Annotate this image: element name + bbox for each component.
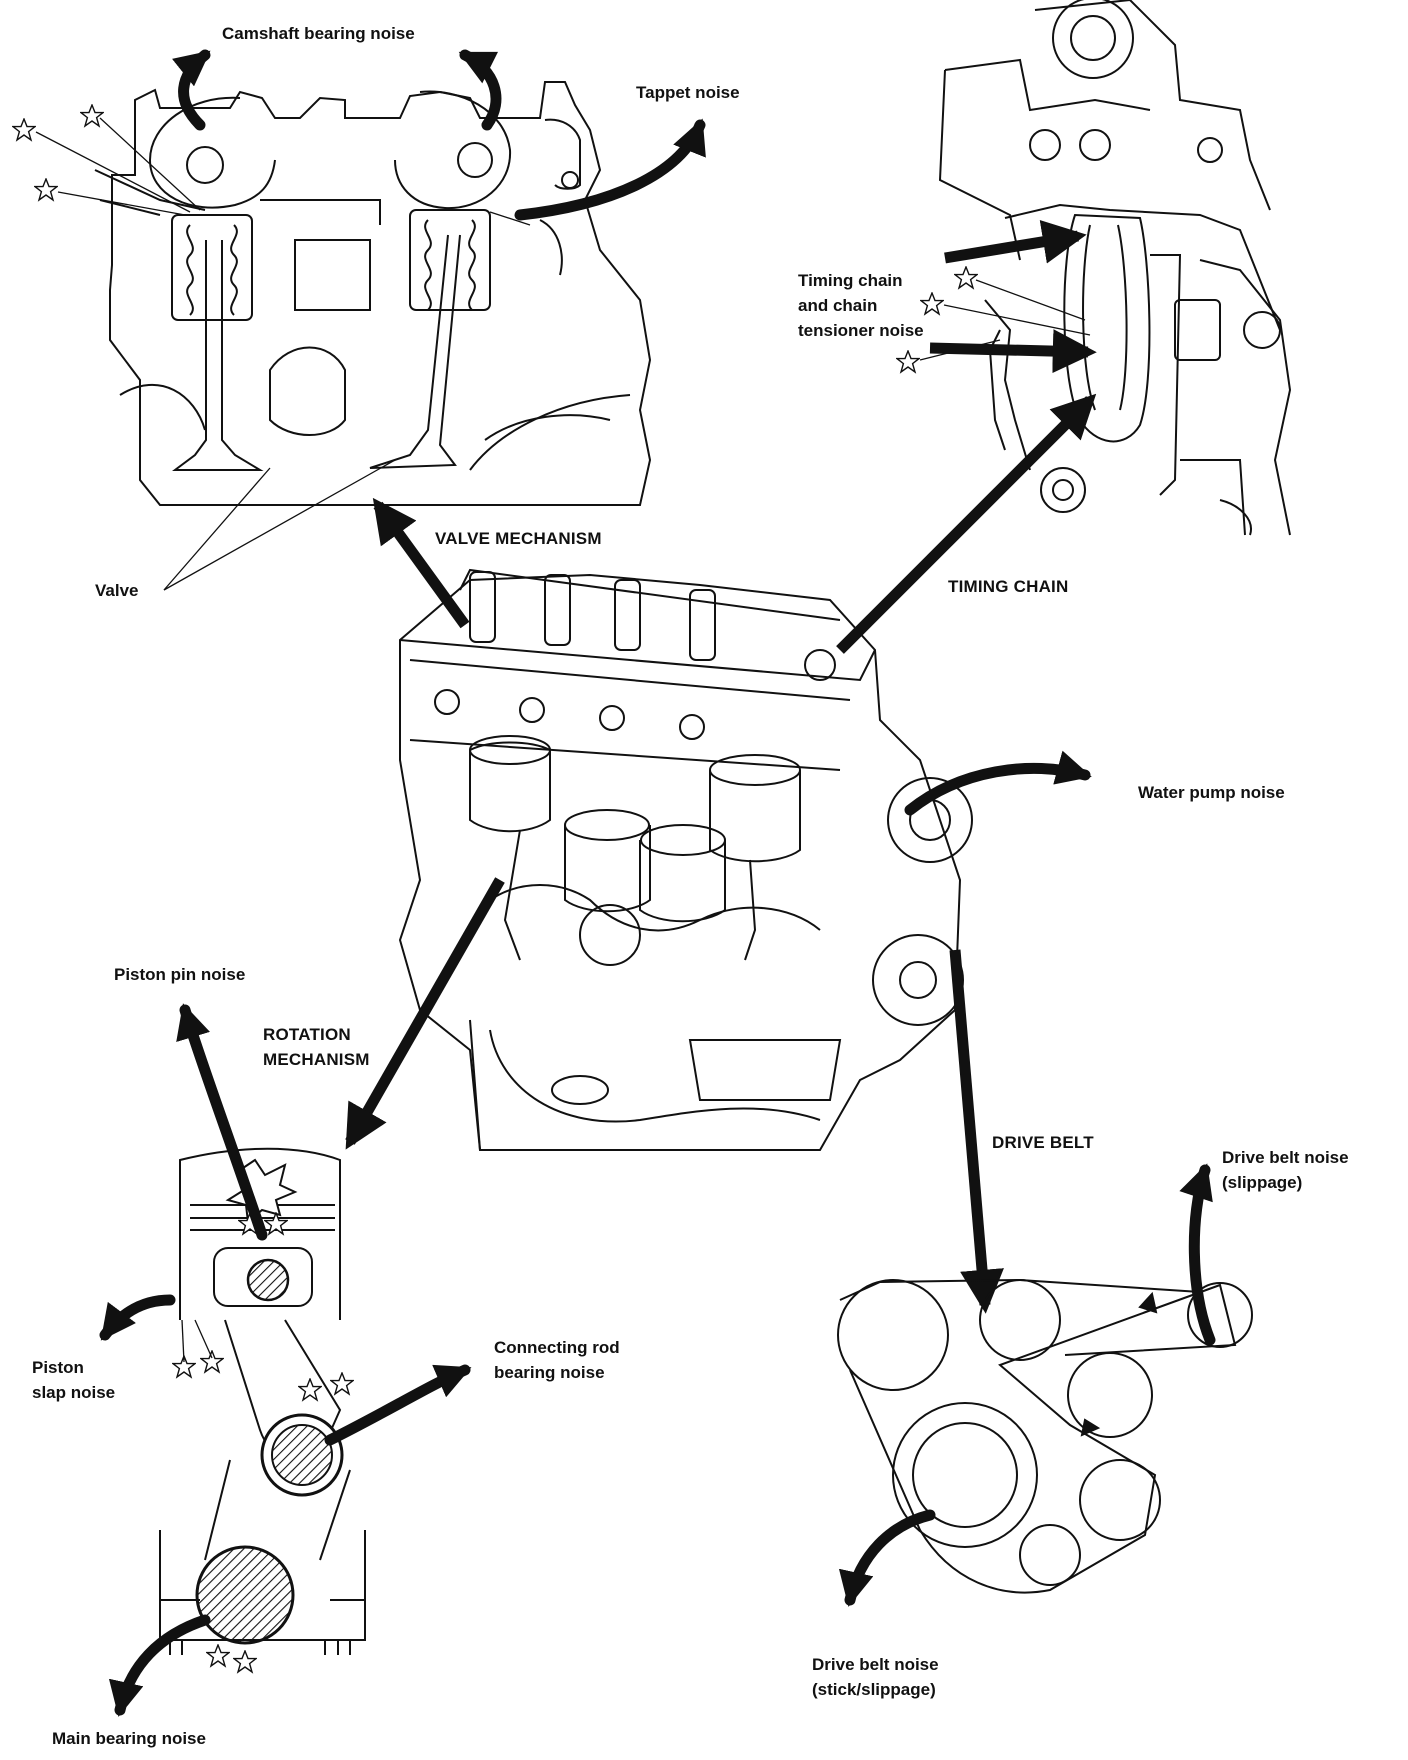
camshaft-bearing-noise-label: Camshaft bearing noise xyxy=(222,24,415,43)
connecting-rod-bearing-noise-label: Connecting rod bearing noise xyxy=(494,1335,620,1385)
piston-pin-noise-label: Piston pin noise xyxy=(114,965,246,984)
timing-chain-arrows xyxy=(929,220,1097,374)
engine-block-illustration xyxy=(398,568,973,1151)
drive-belt-stick-arrow xyxy=(838,1509,936,1607)
timing-chain-noise-label: Timing chain and chain tensioner noise xyxy=(798,268,924,343)
tappet-noise-label: Tappet noise xyxy=(636,83,740,102)
rotation-mechanism-line-1: ROTATION xyxy=(263,1025,351,1044)
engine-section-arrows xyxy=(345,393,1097,1314)
piston-slap-noise-arrow xyxy=(99,1294,176,1341)
valve-leader-lines xyxy=(35,117,531,591)
main-bearing-noise-label: Main bearing noise xyxy=(52,1729,206,1748)
valve-mechanism-section-label: VALVE MECHANISM xyxy=(435,529,602,548)
valve-label: Valve xyxy=(95,581,139,600)
drive-belt-slippage-arrow xyxy=(1179,1163,1216,1346)
piston-slap-line-2: slap noise xyxy=(32,1383,116,1402)
tappet-noise-arrow xyxy=(514,118,706,221)
connecting-rod-line-2: bearing noise xyxy=(494,1363,605,1382)
drive-belt-stick-line-1: Drive belt noise xyxy=(812,1655,939,1674)
rotation-pins xyxy=(195,1258,344,1645)
timing-chain-noise-line-2: and chain xyxy=(798,296,878,315)
drive-belt-stick-line-2: (stick/slippage) xyxy=(812,1680,936,1699)
rotation-leader-lines xyxy=(181,1319,213,1363)
drive-belt-slippage-line-2: (slippage) xyxy=(1222,1173,1303,1192)
rotation-mechanism-line-2: MECHANISM xyxy=(263,1050,370,1069)
timing-chain-section-label: TIMING CHAIN xyxy=(948,577,1069,596)
connecting-rod-line-1: Connecting rod xyxy=(494,1338,620,1357)
noise-arrows xyxy=(99,49,1216,1717)
water-pump-noise-arrow xyxy=(904,750,1092,816)
rotation-mechanism-section-label: ROTATION MECHANISM xyxy=(263,1022,370,1072)
drive-belt-section-label: DRIVE BELT xyxy=(992,1133,1094,1152)
camshaft-noise-arrow-right xyxy=(458,49,502,131)
water-pump-noise-label: Water pump noise xyxy=(1138,783,1285,802)
drive-belt-stick-noise-label: Drive belt noise (stick/slippage) xyxy=(812,1652,939,1702)
piston-slap-noise-label: Piston slap noise xyxy=(32,1355,115,1405)
timing-chain-noise-line-1: Timing chain xyxy=(798,271,903,290)
drive-belt-illustration xyxy=(837,1278,1253,1594)
drive-belt-slippage-noise-label: Drive belt noise (slippage) xyxy=(1222,1145,1349,1195)
camshaft-noise-arrow-left xyxy=(172,49,211,131)
piston-slap-line-1: Piston xyxy=(32,1358,84,1377)
timing-chain-illustration xyxy=(938,0,1292,536)
drive-belt-slippage-line-1: Drive belt noise xyxy=(1222,1148,1349,1167)
timing-chain-noise-line-3: tensioner noise xyxy=(798,321,924,340)
connecting-rod-noise-arrow xyxy=(324,1364,472,1446)
valve-stars xyxy=(12,104,104,201)
main-bearing-noise-arrow xyxy=(108,1614,211,1717)
valve-mechanism-illustration xyxy=(94,81,652,506)
piston-pin-noise-arrow xyxy=(176,1003,268,1241)
